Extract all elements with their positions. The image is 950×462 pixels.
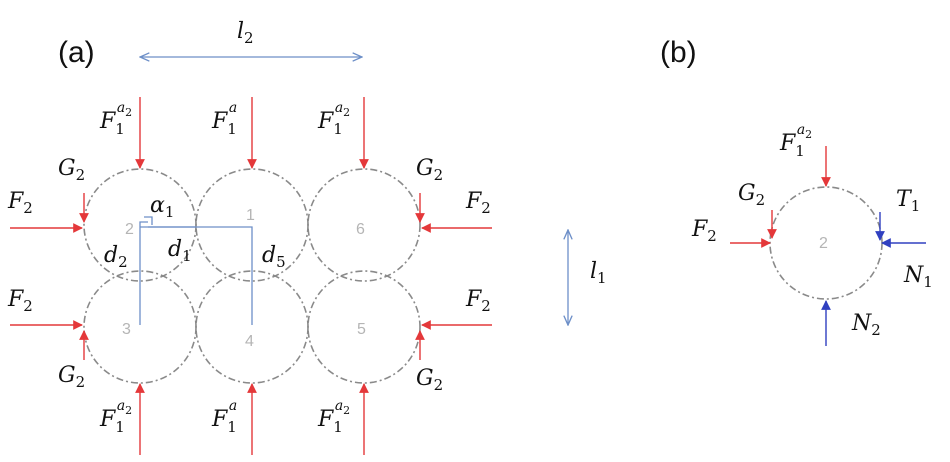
circle-number-1: 1 (246, 207, 255, 224)
circle-number-5: 5 (357, 321, 366, 338)
label-f2-right-lower: F2 (465, 287, 491, 315)
circle-6 (307, 168, 421, 282)
label-b-n1: N1 (903, 263, 933, 291)
label-b-g2: G2 (738, 181, 765, 209)
label-b-f1a2: F1a2 (779, 122, 812, 160)
angle-marker (144, 216, 153, 225)
l1-label: l1 (590, 259, 607, 287)
d5-label: d5 (262, 243, 286, 271)
alpha1-label: α1 (150, 193, 174, 221)
label-f1a2-bottom-left: F1a2 (99, 398, 132, 436)
circle-number-3: 3 (122, 321, 131, 338)
label-f2-left-upper: F2 (7, 189, 33, 217)
label-b-t1: T1 (896, 187, 920, 215)
label-g2-right-upper: G2 (416, 156, 443, 184)
label-f1a-top-middle: F1a (211, 100, 237, 138)
label-f2-left-lower: F2 (7, 287, 33, 315)
label-g2-right-lower: G2 (416, 366, 443, 394)
circle-number-6: 6 (356, 221, 365, 238)
label-g2-left-upper: G2 (58, 156, 85, 184)
free-body-circle-number: 2 (819, 235, 828, 252)
circle-5 (307, 270, 421, 384)
panel-label-a: (a) (58, 36, 95, 69)
label-f1a-bottom-middle: F1a (211, 398, 237, 436)
d2-distance-line (139, 221, 148, 325)
label-f1a2-bottom-right: F1a2 (317, 398, 350, 436)
l2-label: l2 (237, 19, 254, 47)
d2-label: d2 (104, 243, 128, 271)
label-b-f2: F2 (691, 217, 717, 245)
label-f1a2-top-right: F1a2 (317, 100, 350, 138)
d1-label: d1 (168, 237, 192, 265)
label-f1a2-top-left: F1a2 (99, 100, 132, 138)
label-g2-left-lower: G2 (58, 363, 85, 391)
label-f2-right-upper: F2 (465, 189, 491, 217)
circle-number-4: 4 (245, 333, 254, 350)
circle-number-2: 2 (125, 221, 134, 238)
label-b-n2: N2 (851, 311, 881, 339)
panel-label-b: (b) (660, 36, 697, 69)
